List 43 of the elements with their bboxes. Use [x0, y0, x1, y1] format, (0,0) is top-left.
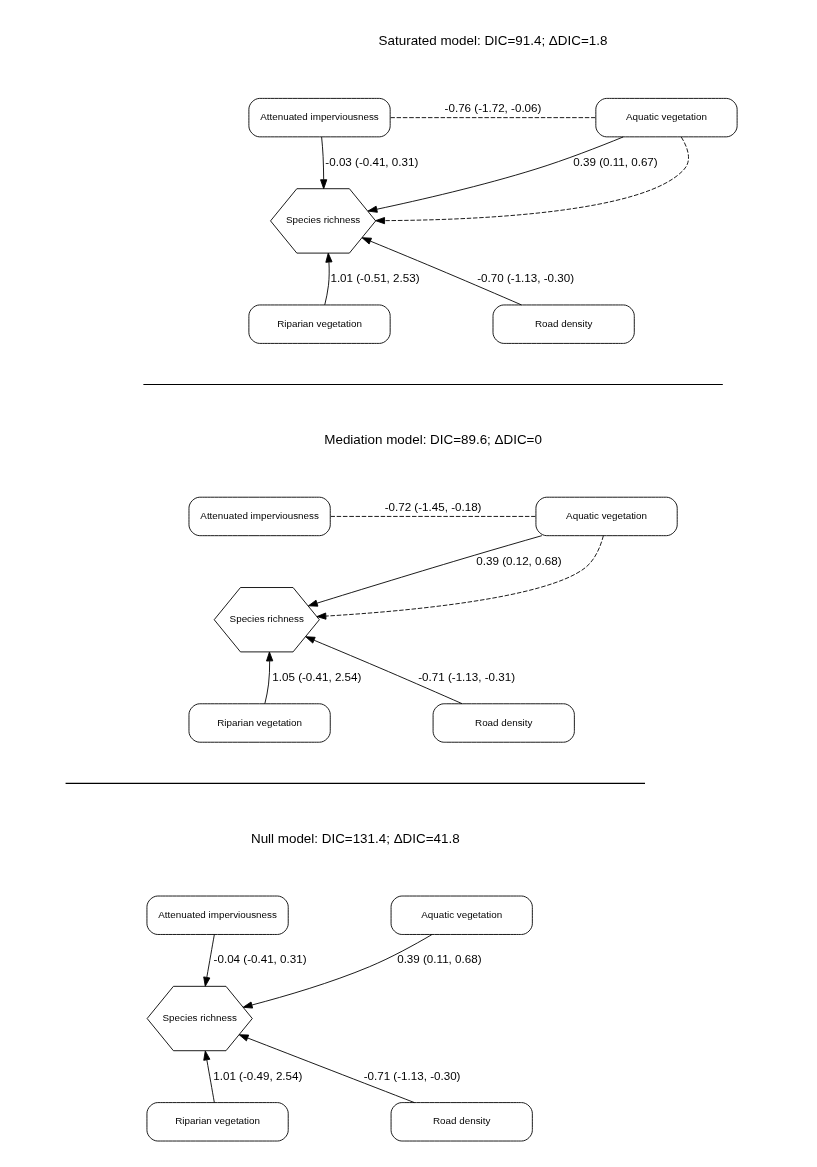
edge-label: 1.01 (-0.49, 2.54) [213, 1068, 303, 1082]
arrow [203, 934, 215, 987]
arrow [305, 636, 463, 705]
arrow [320, 136, 328, 190]
node-box: Attenuated imperviousness [146, 895, 289, 935]
connector [330, 516, 537, 517]
node-box: Attenuated imperviousness [248, 97, 391, 138]
node-box: Riparian vegetation [146, 1102, 289, 1142]
node-box: Road density [432, 703, 575, 743]
node-box: Aquatic vegetation [595, 97, 738, 138]
edge-label: -0.70 (-1.13, -0.30) [477, 271, 575, 285]
edge-label: 0.39 (0.11, 0.68) [397, 952, 482, 966]
node-box: Road density [492, 304, 635, 344]
edge-label: -0.71 (-1.13, -0.31) [418, 669, 516, 683]
edge-label: 0.39 (0.11, 0.67) [573, 154, 658, 168]
edge-label: -0.76 (-1.72, -0.06) [444, 100, 542, 114]
edge-label: -0.04 (-0.41, 0.31) [213, 952, 307, 966]
arrow [238, 1034, 415, 1103]
arrow [203, 1050, 215, 1103]
arrow [242, 934, 433, 1009]
node-box: Riparian vegetation [248, 304, 391, 344]
label: Mediation model: DIC=89.6; ΔDIC=0 [324, 432, 542, 448]
node-box: Aquatic vegetation [390, 895, 533, 935]
edge-label: 0.39 (0.12, 0.68) [476, 553, 562, 567]
node-box: Aquatic vegetation [535, 496, 678, 537]
arrow [264, 651, 274, 705]
edge-label: -0.72 (-1.45, -0.18) [384, 499, 482, 513]
node-box: Riparian vegetation [188, 703, 331, 743]
label: Null model: DIC=131.4; ΔDIC=41.8 [250, 830, 460, 846]
arrow [375, 136, 689, 225]
arrow [324, 252, 333, 306]
node-box: Attenuated imperviousness [188, 496, 331, 537]
arrow [308, 535, 543, 607]
arrow [367, 136, 624, 213]
node-box: Road density [390, 1102, 533, 1142]
edge-label: 1.05 (-0.41, 2.54) [272, 669, 362, 683]
label: Saturated model: DIC=91.4; ΔDIC=1.8 [378, 33, 608, 49]
arrow [361, 237, 522, 306]
edge-label: -0.71 (-1.13, -0.30) [363, 1068, 461, 1082]
connector [390, 117, 597, 119]
arrow [316, 535, 604, 620]
edge-label: -0.03 (-0.41, 0.31) [325, 154, 419, 168]
edge-label: 1.01 (-0.51, 2.53) [330, 271, 420, 285]
